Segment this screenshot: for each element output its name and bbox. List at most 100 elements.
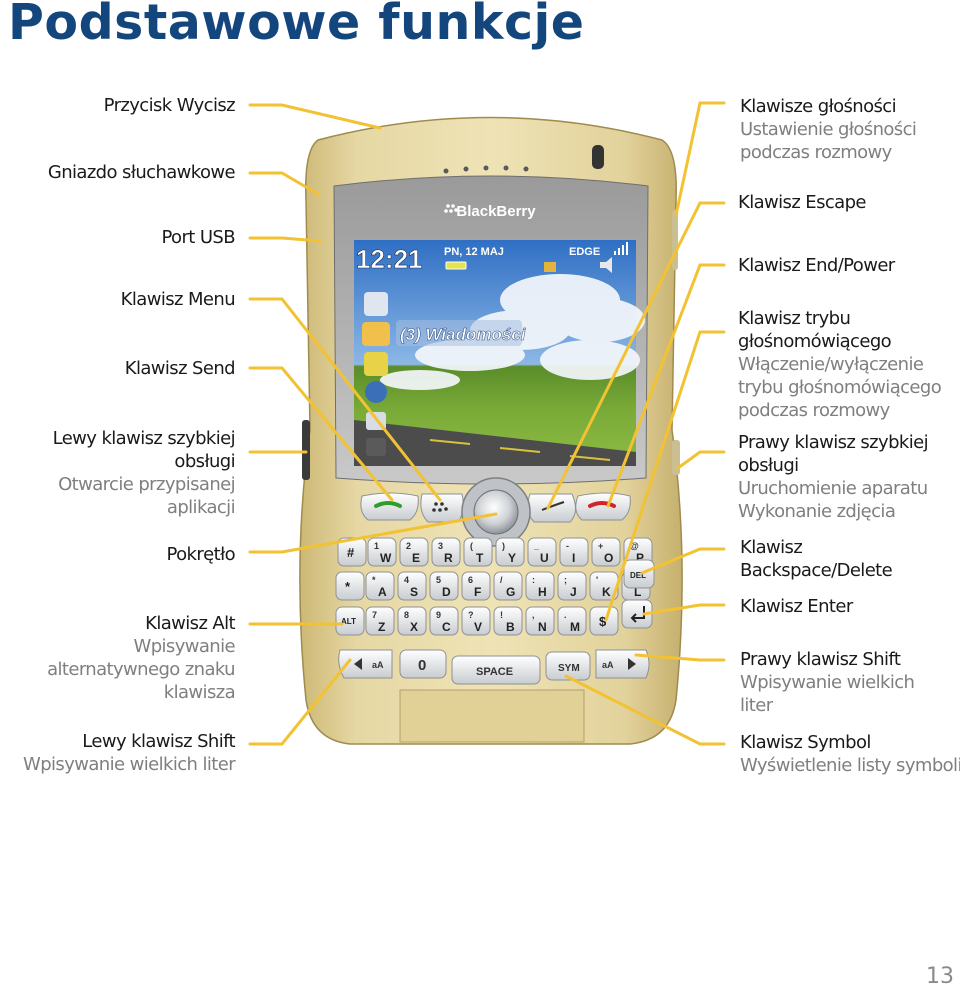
key-main-char: R <box>444 551 453 565</box>
key-alt-char: - <box>566 541 569 551</box>
callout-send <box>248 366 394 502</box>
label-escape: Klawisz Escape <box>738 192 866 213</box>
callout-wycisz <box>248 103 382 130</box>
screen-road <box>354 420 636 466</box>
left-convenience-side-key <box>302 420 310 480</box>
key-cap <box>623 559 655 589</box>
key-del-label: DEL <box>630 571 646 580</box>
key-cap <box>365 606 395 636</box>
end-icon <box>588 501 616 508</box>
key-alt-char: 6 <box>468 575 473 585</box>
key-cap <box>397 571 427 601</box>
callout-glosnomowiacy <box>604 330 726 622</box>
key-main-char: H <box>538 585 547 599</box>
key-cap <box>527 537 557 567</box>
key-r: 3R <box>431 537 461 567</box>
key-alt-char: 4 <box>404 575 409 585</box>
key-alt-char: , <box>532 610 535 620</box>
brand-logo-icon <box>444 204 458 213</box>
callout-glosnosc <box>674 101 726 217</box>
key-i: -I <box>559 537 589 567</box>
key-alt-char: + <box>598 541 603 551</box>
road-markings <box>429 439 611 461</box>
key-main-char: G <box>506 585 515 599</box>
key-main-char: B <box>506 620 515 634</box>
key-cap <box>557 571 587 601</box>
key-cap <box>335 571 365 601</box>
label-symbol: Klawisz Symbol Wyświetlenie listy symbol… <box>740 732 960 776</box>
callout-lines <box>248 101 726 746</box>
key-n: ,N <box>525 606 555 636</box>
key-f: 6F <box>461 571 491 601</box>
key-cap <box>335 606 365 636</box>
key-cap <box>493 571 523 601</box>
key-main-char: W <box>380 551 392 565</box>
send-icon <box>374 501 402 508</box>
end-power-key <box>575 492 631 521</box>
send-key <box>360 492 419 521</box>
mute-button-led <box>592 145 604 169</box>
key-v: ?V <box>461 606 491 636</box>
trackball <box>473 489 519 535</box>
key-alt-char: 8 <box>404 610 409 620</box>
enter-arrow-icon <box>630 606 645 623</box>
key-main-char: E <box>412 551 420 565</box>
key-main-char: F <box>474 585 481 599</box>
page-title: Podstawowe funkcje <box>8 0 585 51</box>
key-z: 7Z <box>365 606 395 636</box>
label-glosnosc: Klawisze głośności Ustawienie głośności … <box>740 96 917 163</box>
notification-banner <box>396 320 522 346</box>
key-h: :H <box>525 571 555 601</box>
right-shift-arrow-icon <box>628 658 636 670</box>
key-main-char: A <box>378 585 387 599</box>
key-cap <box>365 571 395 601</box>
label-gniazdo: Gniazdo słuchawkowe <box>47 162 236 183</box>
callout-prawy-szybki <box>676 450 726 470</box>
key-symbol-char: # <box>347 545 355 560</box>
key-alt-char: ; <box>564 575 567 585</box>
key-main-char: S <box>410 585 418 599</box>
key-alt-char: ) <box>502 541 505 551</box>
key-cap <box>559 537 589 567</box>
key-alt-char: : <box>532 575 535 585</box>
key-cap <box>367 537 397 567</box>
key-symbol-char: ALT <box>341 617 356 626</box>
key-special: * <box>335 571 365 601</box>
label-usb: Port USB <box>161 227 235 248</box>
key-main-char: V <box>474 620 482 634</box>
menu-key <box>420 493 464 523</box>
key-alt-char: ( <box>470 541 473 551</box>
screen-time: 12:21 <box>356 244 423 274</box>
key-x: 8X <box>397 606 427 636</box>
key-special: $ <box>589 606 619 636</box>
key-alt-char: _ <box>533 541 540 551</box>
key-o: +O <box>591 537 621 567</box>
key-cap <box>461 571 491 601</box>
key-main-char: P <box>636 551 644 565</box>
label-menu: Klawisz Menu <box>120 289 236 310</box>
key-alt-char: @ <box>630 541 639 551</box>
key-a: *A <box>365 571 395 601</box>
key-cap <box>589 606 619 636</box>
key-w: 1W <box>367 537 397 567</box>
callout-menu <box>248 297 442 502</box>
key-del: DEL <box>623 559 655 589</box>
message-count-icon <box>544 262 556 272</box>
phone-bottom-panel <box>399 689 585 743</box>
key-symbol-char: $ <box>599 614 607 629</box>
key-special: # <box>337 537 367 567</box>
key-main-char: N <box>538 620 547 634</box>
label-alt: Klawisz Alt Wpisywanie alternatywnego zn… <box>47 613 236 703</box>
network-indicator: EDGE <box>569 246 600 258</box>
zero-key <box>399 649 447 679</box>
brand-logo: BlackBerry <box>456 203 536 220</box>
callout-escape <box>546 201 726 510</box>
key-cap <box>525 571 555 601</box>
key-main-char: O <box>604 551 613 565</box>
key-alt-char: 9 <box>436 610 441 620</box>
key-c: 9C <box>429 606 459 636</box>
screen-date: PN, 12 MAJ <box>444 246 504 258</box>
key-alt-char: 3 <box>438 541 443 551</box>
menu-icon <box>432 502 448 512</box>
